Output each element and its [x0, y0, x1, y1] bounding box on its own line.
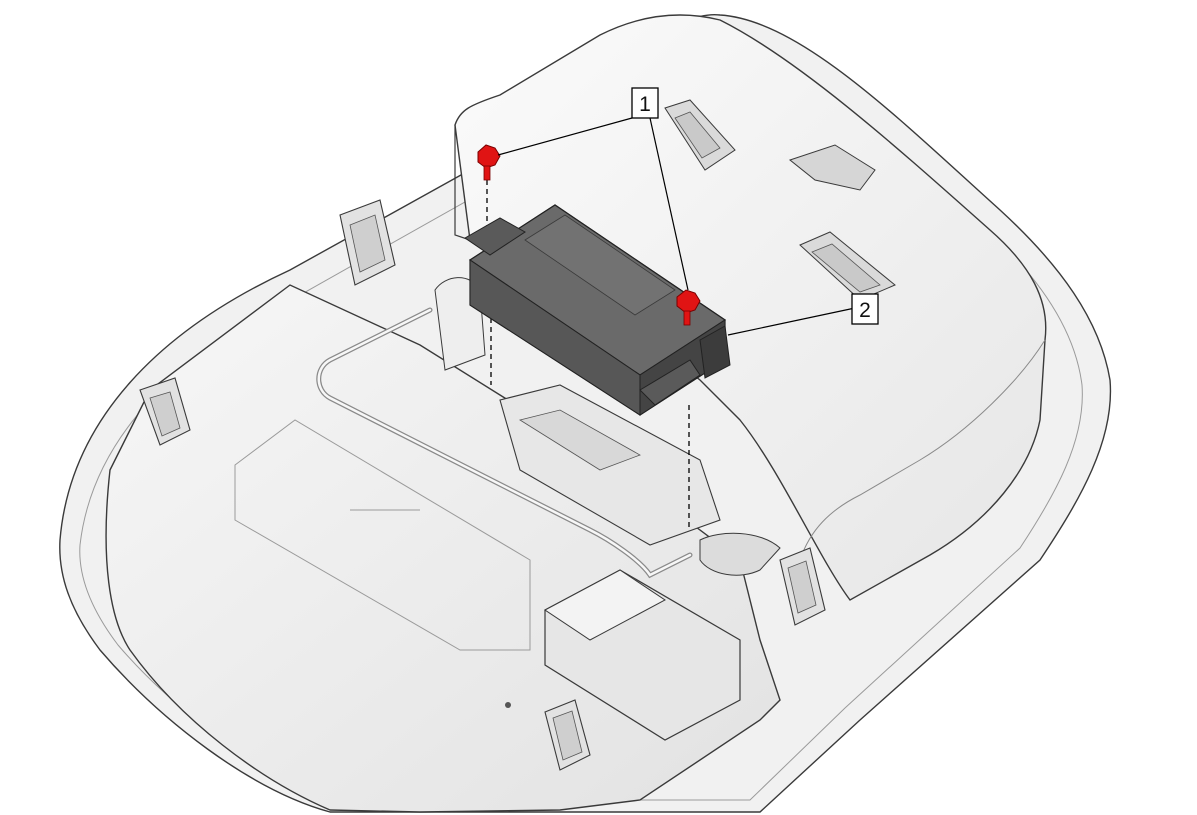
clip-left: [139, 377, 191, 446]
tray: [105, 284, 781, 813]
screw-icon: [477, 144, 501, 181]
lid: [454, 14, 1047, 601]
callout-2-number: 2: [859, 299, 871, 322]
callout-2: 2: [851, 293, 879, 325]
module-icon: [464, 204, 731, 416]
clip-right: [779, 547, 826, 626]
callout-1-number: 1: [639, 93, 651, 116]
clip-top-left: [339, 199, 396, 286]
leader-lines: [497, 117, 856, 336]
callout-1: 1: [631, 87, 659, 119]
screw-icon: [676, 289, 701, 326]
clip-bottom: [544, 699, 591, 771]
